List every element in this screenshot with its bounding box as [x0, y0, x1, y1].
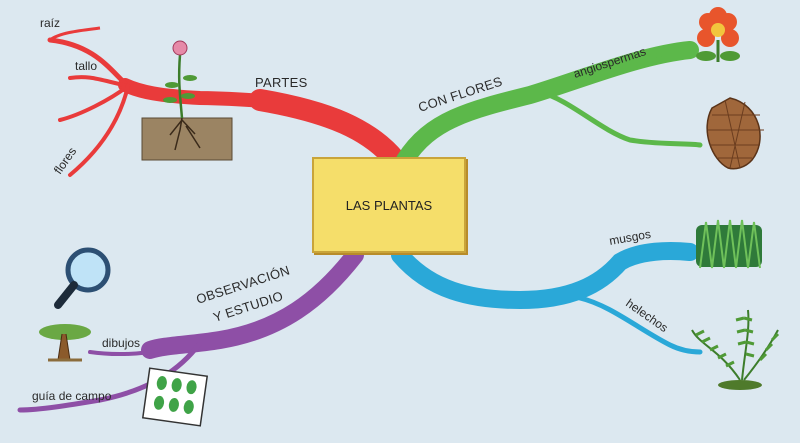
- branch-sin-flores: [391, 242, 703, 355]
- branch-partes: [47, 26, 406, 177]
- label-partes: PARTES: [255, 75, 308, 90]
- label-tallo: tallo: [75, 59, 97, 73]
- moss-icon: [696, 219, 762, 269]
- magnifier-icon: [54, 247, 111, 309]
- field-guide-icon: [141, 367, 209, 427]
- tree-drawing-icon: [39, 324, 91, 362]
- pinecone-icon: [706, 97, 764, 170]
- center-title: LAS PLANTAS: [345, 197, 433, 213]
- fern-icon: [691, 309, 780, 390]
- flower-icon: [696, 7, 740, 62]
- label-raiz: raíz: [40, 16, 60, 30]
- label-dibujos: dibujos: [102, 336, 140, 350]
- branch-con-flores: [396, 41, 703, 169]
- branch-observacion: [17, 246, 364, 413]
- center-node: LAS PLANTAS: [312, 157, 466, 253]
- label-guia-de-campo: guía de campo: [32, 389, 112, 403]
- plant-with-roots-icon: [141, 40, 233, 161]
